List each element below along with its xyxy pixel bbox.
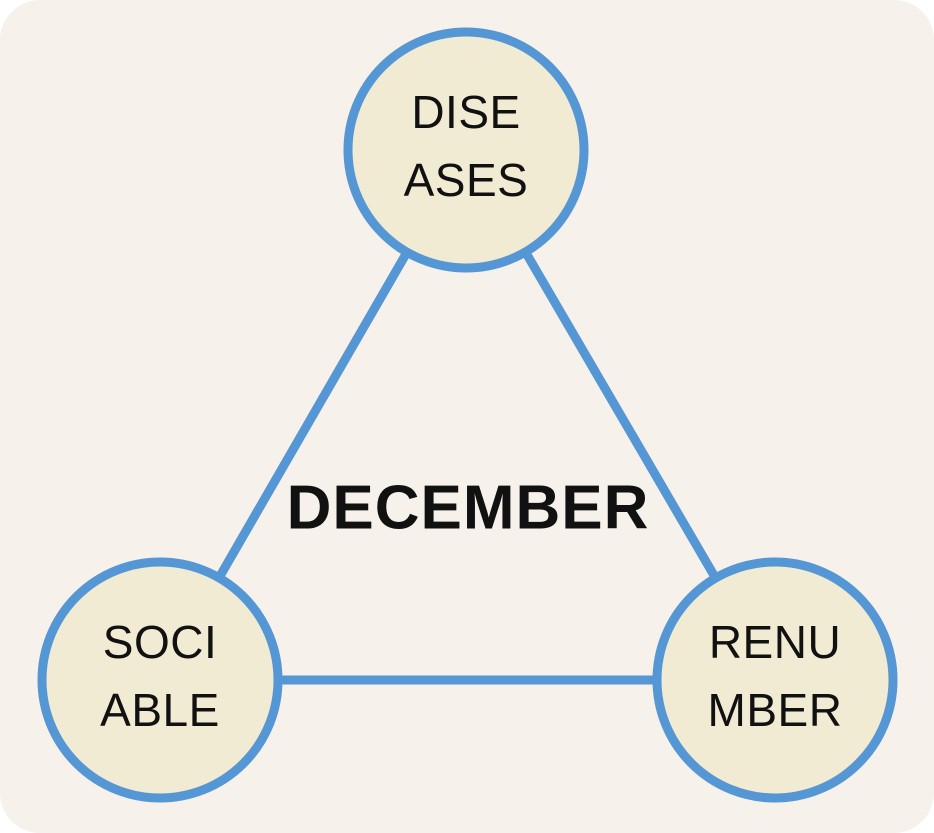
node-renumber-label-line-0: RENU	[709, 616, 841, 668]
center-label: DECEMBER	[287, 473, 650, 542]
node-sociable[interactable]: SOCI ABLE	[37, 557, 283, 803]
node-sociable-label-line-0: SOCI	[103, 616, 217, 668]
node-diseases-label-line-0: DISE	[411, 86, 520, 138]
node-sociable-label-line-1: ABLE	[100, 684, 220, 736]
node-renumber-label-line-1: MBER	[708, 684, 843, 736]
node-renumber-circle[interactable]	[652, 557, 898, 803]
node-renumber[interactable]: RENU MBER	[652, 557, 898, 803]
node-diseases-label-line-1: ASES	[404, 154, 529, 206]
node-diseases[interactable]: DISE ASES	[343, 27, 589, 273]
node-sociable-circle[interactable]	[37, 557, 283, 803]
nodes-group: DISE ASES SOCI ABLE RENU MBER	[37, 27, 898, 803]
node-diseases-circle[interactable]	[343, 27, 589, 273]
